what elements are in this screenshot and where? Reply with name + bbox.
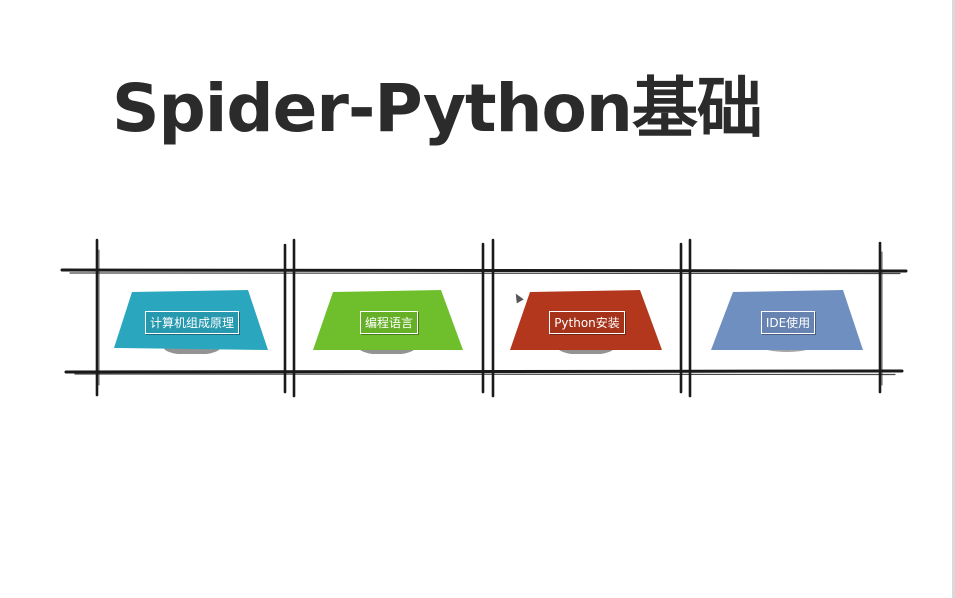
- teal-trapezoid-panel-icon: [114, 290, 268, 354]
- green-trapezoid-panel-icon: [313, 290, 463, 354]
- topic-card-ide-usage[interactable]: IDE使用: [711, 290, 865, 354]
- card-label: Python安装: [549, 310, 625, 334]
- card-label: IDE使用: [760, 310, 816, 334]
- topic-card-python-install[interactable]: Python安装: [510, 290, 664, 354]
- blue-trapezoid-panel-icon: [711, 290, 863, 352]
- right-edge-divider: [952, 0, 955, 598]
- red-trapezoid-panel-icon: [510, 290, 662, 354]
- page-title: Spider-Python基础: [112, 70, 763, 147]
- topic-card-computer-organization[interactable]: 计算机组成原理: [114, 290, 270, 354]
- card-label: 编程语言: [359, 310, 418, 334]
- topic-card-programming-language[interactable]: 编程语言: [313, 290, 465, 354]
- card-label: 计算机组成原理: [144, 310, 239, 334]
